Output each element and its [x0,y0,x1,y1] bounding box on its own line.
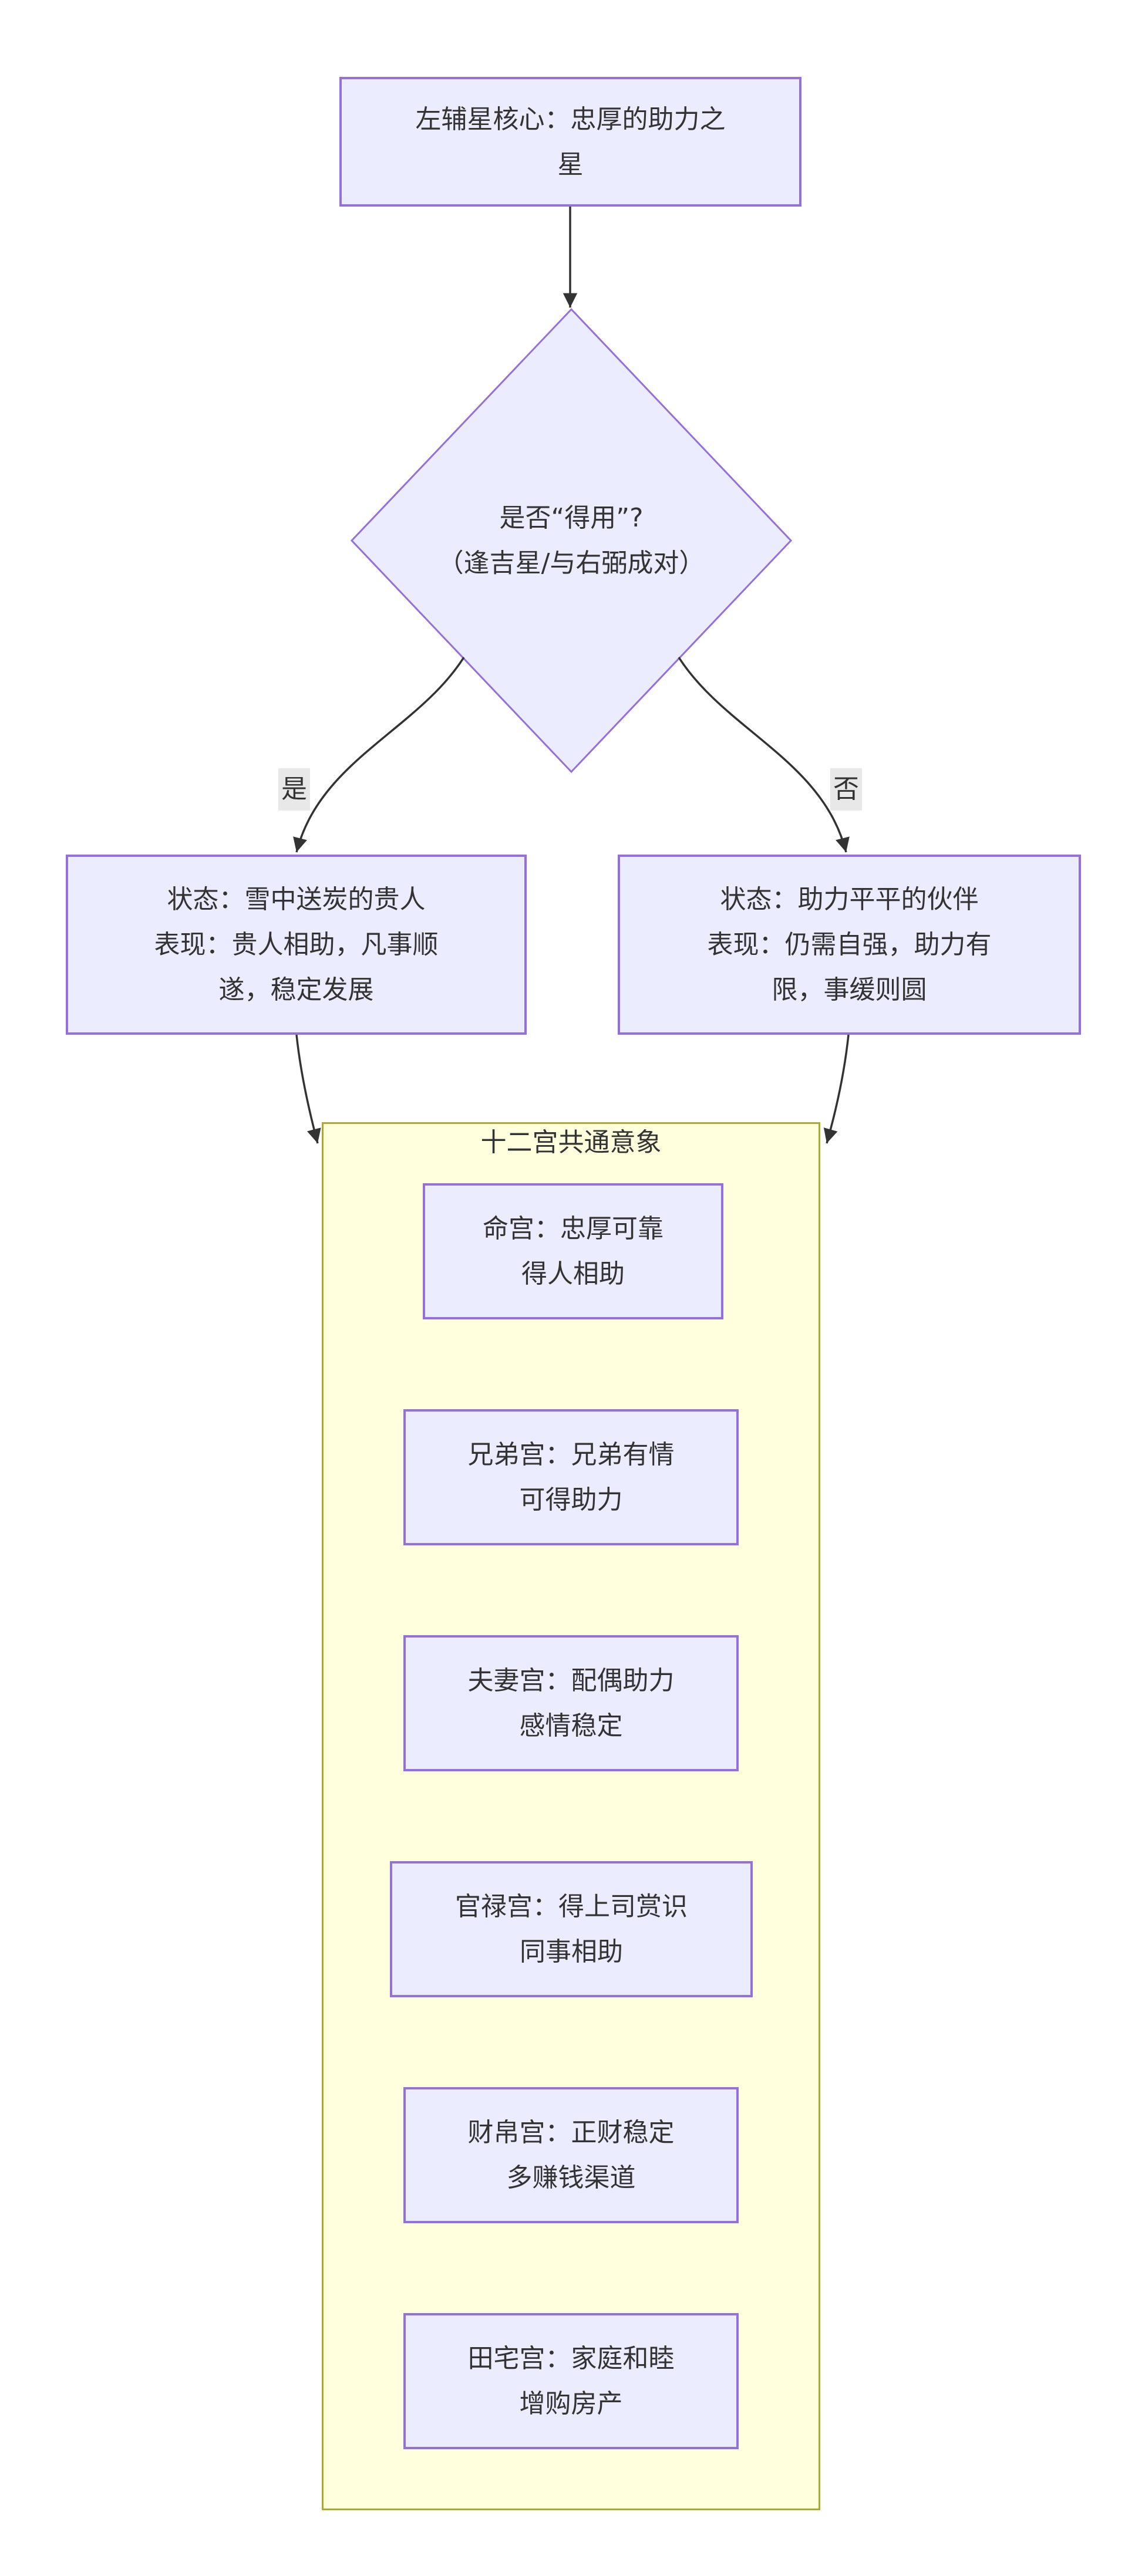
palace-line: 夫妻宫：配偶助力 [467,1666,675,1696]
palace-line: 兄弟宫：兄弟有情 [467,1440,675,1470]
node-no-state: 状态：助力平平的伙伴 表现：仍需自强，助力有 限，事缓则圆 [618,855,1081,1035]
node-decision: 是否“得用”? （逢吉星/与右弼成对） [352,309,791,772]
palace-line: 命宫：忠厚可靠 [483,1214,664,1244]
palace-line: 多赚钱渠道 [506,2163,636,2193]
palace-line: 增购房产 [519,2389,623,2419]
node-palace-xiongdi: 兄弟宫：兄弟有情 可得助力 [403,1409,739,1545]
palace-line: 得人相助 [521,1259,625,1289]
decision-diamond-shape [350,308,793,774]
palace-line: 可得助力 [519,1485,623,1515]
node-root-line: 星 [557,149,584,180]
node-root: 左辅星核心：忠厚的助力之 星 [339,77,801,207]
palace-line: 财帛宫：正财稳定 [467,2118,675,2148]
palace-line: 官禄宫：得上司赏识 [455,1892,688,1922]
node-palace-caibo: 财帛宫：正财稳定 多赚钱渠道 [403,2087,739,2223]
node-palace-fuqi: 夫妻宫：配偶助力 感情稳定 [403,1635,739,1771]
node-no-state-line: 限，事缓则圆 [772,975,927,1005]
subgraph-twelve-palaces [322,1122,820,2510]
node-decision-line: （逢吉星/与右弼成对） [437,548,705,578]
node-no-state-line: 表现：仍需自强，助力有 [707,930,992,960]
node-yes-state-line: 遂，稳定发展 [218,975,374,1005]
edge-decision-no [678,657,850,853]
edge-yes-to-subgraph [295,1034,321,1144]
edge-decision-yes [293,657,465,853]
edge-label-no: 否 [830,768,862,811]
node-no-state-line: 状态：助力平平的伙伴 [720,884,979,914]
palace-line: 同事相助 [520,1937,623,1967]
node-root-line: 左辅星核心：忠厚的助力之 [415,104,726,134]
node-palace-tianzhai: 田宅宫：家庭和睦 增购房产 [403,2313,739,2449]
palace-line: 感情稳定 [519,1711,623,1741]
node-palace-ming: 命宫：忠厚可靠 得人相助 [423,1183,723,1319]
subgraph-title: 十二宫共通意象 [480,1127,662,1157]
node-decision-line: 是否“得用”? [499,503,644,533]
node-yes-state-line: 表现：贵人相助，凡事顺 [154,930,439,960]
edge-label-yes: 是 [278,768,310,811]
node-yes-state-line: 状态：雪中送炭的贵人 [167,884,426,914]
edge-no-to-subgraph [823,1034,850,1144]
node-yes-state: 状态：雪中送炭的贵人 表现：贵人相助，凡事顺 遂，稳定发展 [66,855,527,1035]
palace-line: 田宅宫：家庭和睦 [467,2344,675,2374]
node-palace-guanlu: 官禄宫：得上司赏识 同事相助 [390,1861,753,1997]
